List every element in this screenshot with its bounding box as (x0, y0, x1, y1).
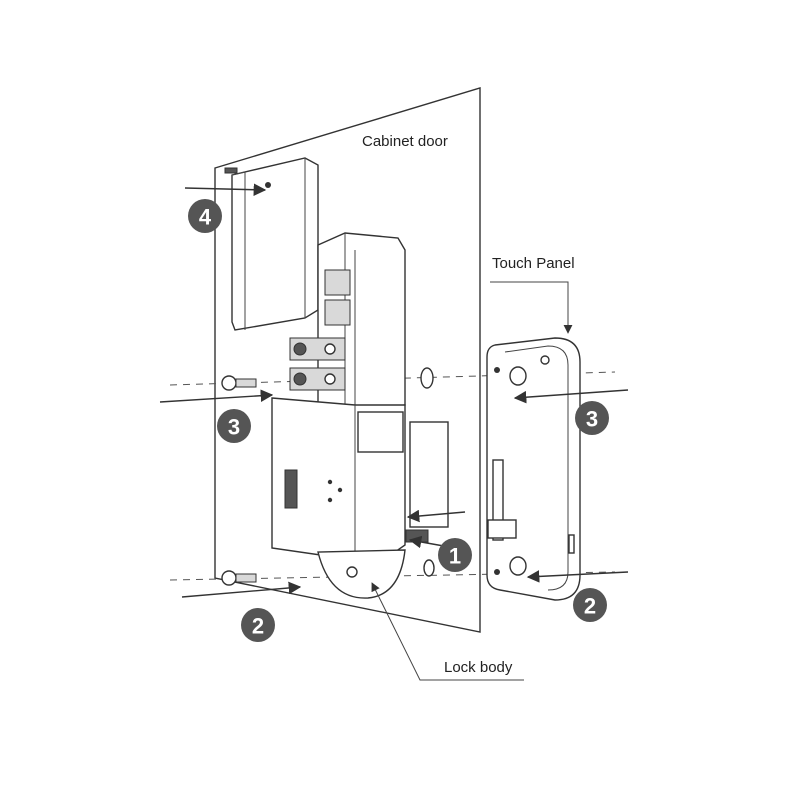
svg-text:3: 3 (586, 407, 598, 432)
svg-text:2: 2 (584, 594, 596, 619)
step-badge-3-left: 3 (217, 409, 251, 443)
door-holes (420, 367, 435, 577)
step-badge-3-right: 3 (575, 401, 609, 435)
touch-panel-label: Touch Panel (492, 255, 575, 272)
step-badge-2-left: 2 (241, 608, 275, 642)
svg-text:4: 4 (199, 205, 212, 230)
top-screw (224, 167, 238, 174)
svg-text:1: 1 (449, 544, 461, 569)
arrows (159, 183, 629, 681)
step-badge-4: 4 (188, 199, 222, 233)
battery-cover (231, 157, 319, 331)
cabinet-door-label: Cabinet door (362, 133, 448, 150)
step-badge-1: 1 (438, 538, 472, 572)
screw-lower (221, 570, 257, 586)
lock-body-housing (289, 232, 406, 413)
step-badge-2-right: 2 (573, 588, 607, 622)
touch-panel (486, 337, 581, 601)
lock-body-label: Lock body (444, 659, 513, 676)
screw-upper (221, 375, 257, 391)
svg-text:3: 3 (228, 415, 240, 440)
lock-body (271, 397, 449, 599)
svg-text:2: 2 (252, 614, 264, 639)
